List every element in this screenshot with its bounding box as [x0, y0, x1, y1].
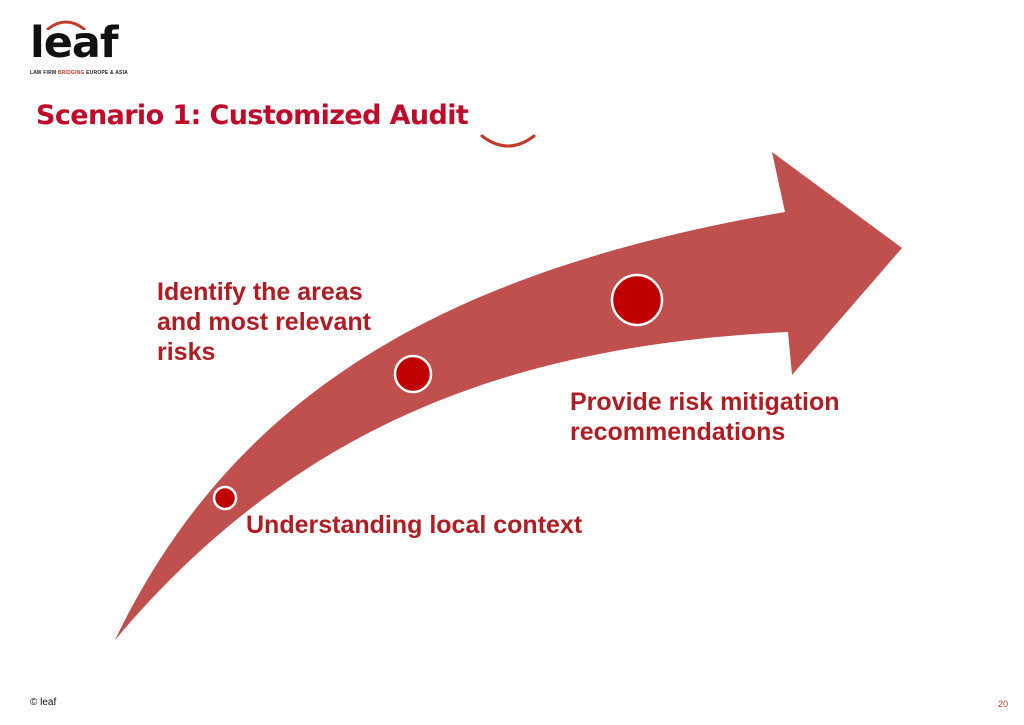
step-3-marker — [610, 273, 664, 327]
tagline-prefix: LAW FIRM — [30, 70, 58, 76]
logo-wordmark: leaf — [30, 18, 119, 68]
copyright-notice: © leaf — [30, 697, 57, 708]
page-number: 20 — [997, 699, 1008, 709]
tagline-suffix: EUROPE & ASIA — [84, 70, 128, 76]
step-3-label: Provide risk mitigation recommendations — [570, 388, 840, 446]
step-1-label: Understanding local context — [246, 511, 583, 539]
logo-arc-icon — [46, 20, 86, 30]
step-1-marker — [212, 485, 238, 511]
title-swoosh-icon — [480, 134, 536, 148]
step-2-marker — [393, 354, 433, 394]
leaf-logo: leaf LAW FIRM BRIDGING EUROPE & ASIA — [28, 18, 138, 84]
curved-arrow — [115, 152, 902, 640]
slide-title: Scenario 1: Customized Audit — [36, 100, 469, 131]
tagline-accent: BRIDGING — [57, 70, 85, 76]
logo-tagline: LAW FIRM BRIDGING EUROPE & ASIA — [30, 70, 128, 76]
step-2-label: Identify the areas and most relevant ris… — [157, 278, 371, 366]
